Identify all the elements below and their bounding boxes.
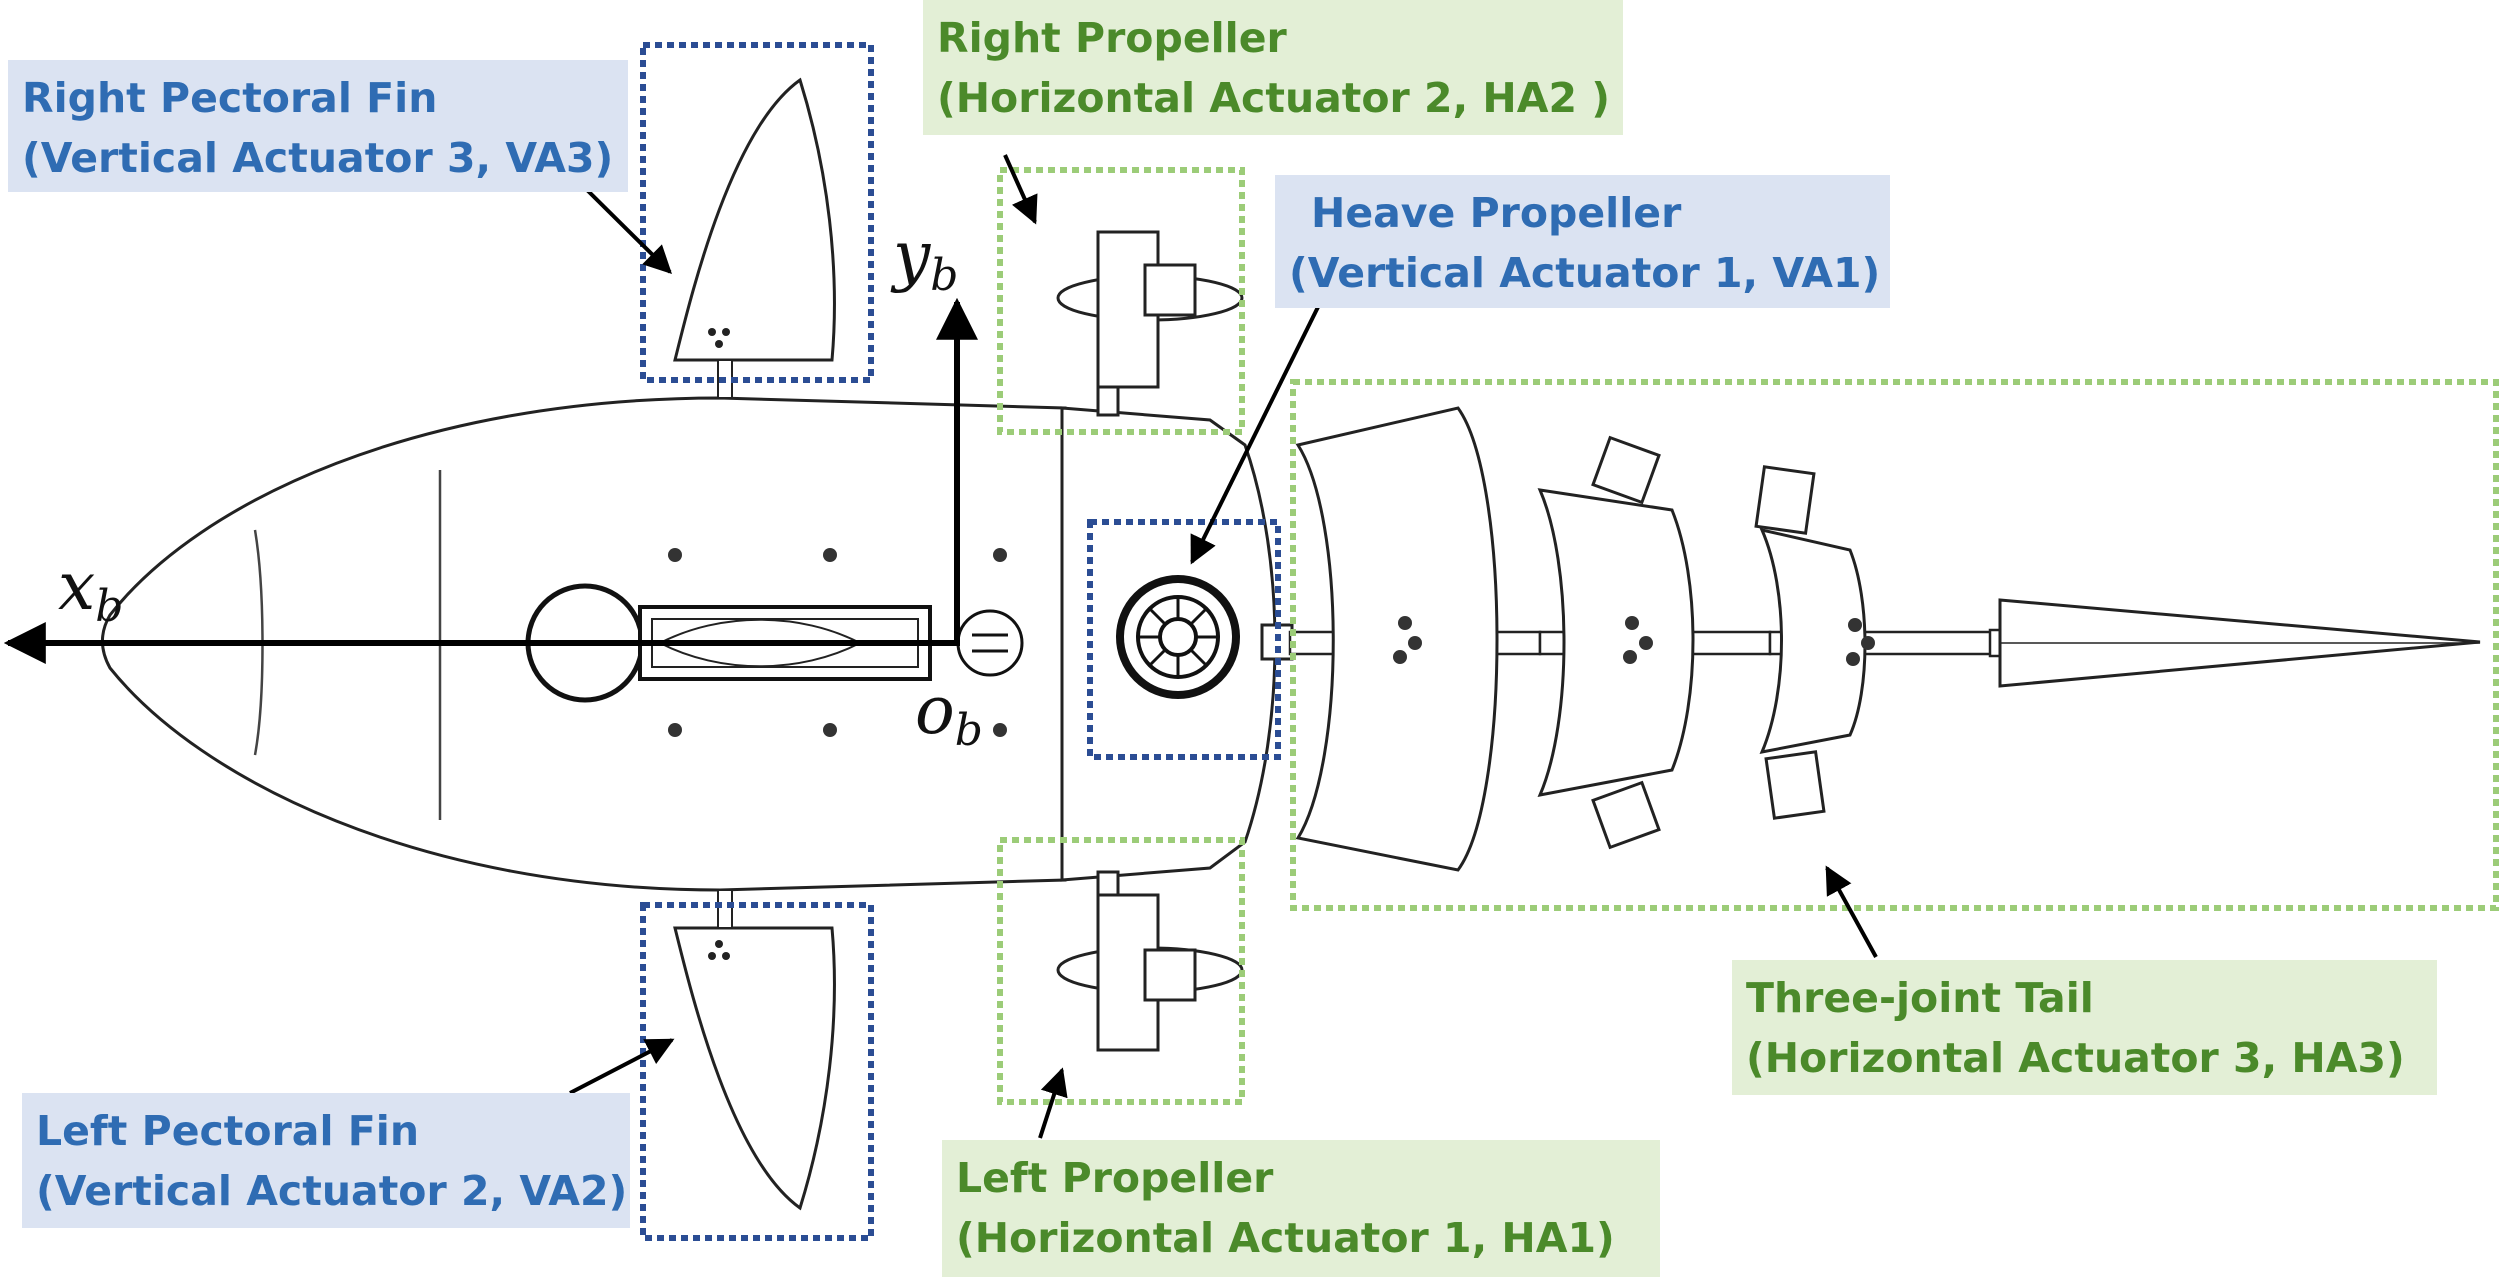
heave-propeller-frame — [1087, 519, 1281, 760]
right-pectoral-fin-label: Right Pectoral Fin (Vertical Actuator 3,… — [8, 60, 628, 192]
tail-drawing — [1288, 406, 2481, 872]
right-propeller-frame — [997, 167, 1245, 435]
right-propeller-callout-arrow — [1003, 154, 1038, 225]
right-pectoral-fin-drawing — [673, 77, 836, 399]
right-propeller-label: Right Propeller (Horizontal Actuator 2, … — [923, 0, 1623, 135]
left-fin-frame — [640, 902, 874, 1241]
heave-propeller-title: Heave Propeller — [1311, 189, 1682, 237]
right-propeller-title: Right Propeller — [937, 14, 1287, 62]
left-pectoral-fin-drawing — [673, 889, 836, 1211]
tail-frame — [1290, 379, 2499, 911]
left-pectoral-fin-actuator: (Vertical Actuator 2, VA2) — [36, 1167, 628, 1215]
right-propeller-actuator: (Horizontal Actuator 2, HA2 ) — [937, 74, 1611, 122]
tail-callout-arrow — [1825, 865, 1878, 958]
heave-propeller-label: Heave Propeller (Vertical Actuator 1, VA… — [1275, 175, 1890, 308]
heave-propeller-actuator: (Vertical Actuator 1, VA1) — [1289, 249, 1881, 297]
mast-knob — [956, 609, 1024, 677]
heave-propeller-drawing — [1116, 575, 1240, 699]
left-propeller-actuator: (Horizontal Actuator 1, HA1) — [956, 1214, 1615, 1262]
left-pectoral-fin-title: Left Pectoral Fin — [36, 1107, 420, 1155]
right-pectoral-fin-actuator: (Vertical Actuator 3, VA3) — [22, 134, 614, 182]
three-joint-tail-title: Three-joint Tail — [1746, 974, 2094, 1022]
left-propeller-title: Left Propeller — [956, 1154, 1274, 1202]
left-pectoral-fin-label: Left Pectoral Fin (Vertical Actuator 2, … — [22, 1093, 630, 1228]
x-axis-label: xb — [58, 548, 124, 632]
heave-propeller-callout-arrow — [1190, 306, 1320, 565]
right-pectoral-fin-title: Right Pectoral Fin — [22, 74, 438, 122]
right-propeller-drawing — [1056, 230, 1244, 417]
left-fin-callout-arrow — [569, 1038, 675, 1095]
left-propeller-drawing — [1056, 870, 1244, 1052]
left-propeller-frame — [997, 837, 1245, 1105]
hull-screw-dots — [668, 548, 1007, 737]
three-joint-tail-label: Three-joint Tail (Horizontal Actuator 3,… — [1732, 960, 2437, 1095]
y-axis-label: yb — [893, 217, 959, 301]
right-fin-callout-arrow — [578, 181, 672, 274]
three-joint-tail-actuator: (Horizontal Actuator 3, HA3) — [1746, 1034, 2405, 1082]
right-fin-frame — [640, 42, 874, 383]
left-propeller-label: Left Propeller (Horizontal Actuator 1, H… — [942, 1140, 1660, 1277]
tail-coupling — [1260, 623, 1294, 661]
origin-label: ob — [915, 672, 983, 756]
left-propeller-callout-arrow — [1038, 1067, 1068, 1139]
